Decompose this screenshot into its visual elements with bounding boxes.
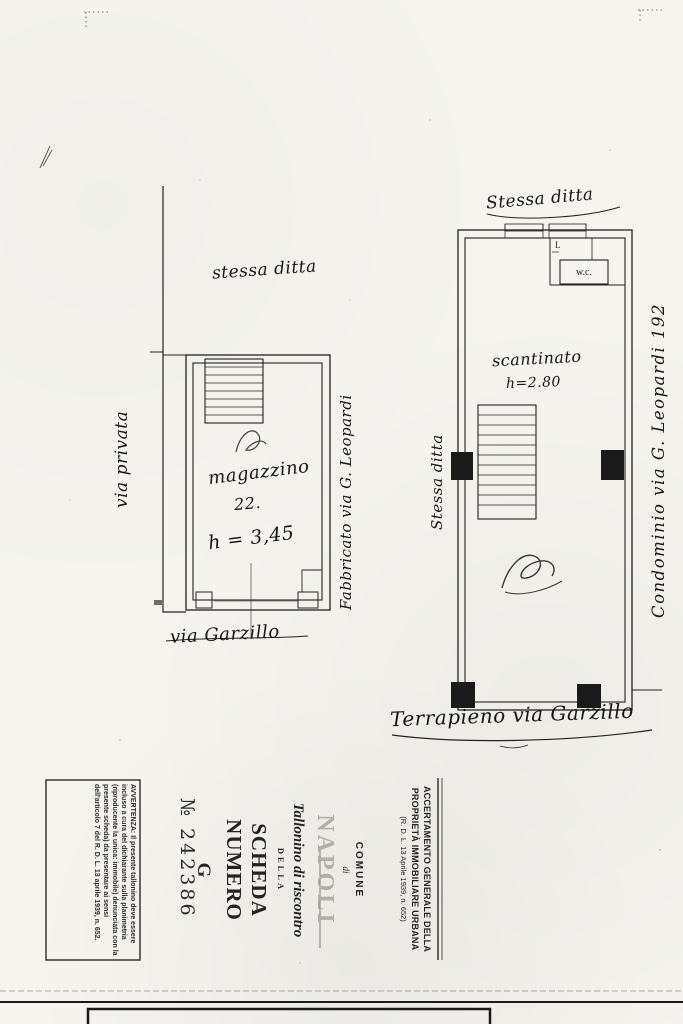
pen-scratch [39, 145, 53, 169]
stamp-scheda-block: Tallonino di riscontro DELLA SCHEDA NUME… [192, 782, 306, 958]
stamp-della-line: DELLA [276, 847, 286, 893]
stamp-accertamento-line2: PROPRIETÀ IMMOBILIARE URBANA [410, 787, 420, 951]
wc-room-label: w.c. [575, 266, 592, 278]
stamp-comune-line: COMUNE [353, 841, 364, 899]
building-label-fabbricato: Fabbricato via G. Leopardi [337, 394, 355, 610]
stamp-city-name: NAPOLI [312, 814, 338, 926]
stamp-di-line: di [341, 866, 351, 874]
street-label-via-privata: via privata [112, 410, 132, 508]
right-plan-height-note: h=2.80 [505, 374, 562, 392]
stamp-accertamento-block: ACCERTAMENTO GENERALE DELLA PROPRIETÀ IM… [399, 780, 432, 958]
avvertenza-box-border [45, 779, 141, 961]
scribble-left-plan [235, 430, 267, 453]
stamp-accertamento-line3: (R. D. L. 13 Aprile 1939, n. 652) [399, 816, 408, 922]
stamp-scheda-letter: G [193, 862, 214, 878]
fixture-label: L [555, 240, 561, 250]
stamp-tallonino-line: Tallonino di riscontro [290, 802, 306, 938]
left-plan-parcel-number: 22. [233, 492, 262, 515]
condominio-label: Condominio via G. Leopardi 192 [649, 303, 668, 618]
stamp-scheda-numero-line: SCHEDA NUMERO [222, 819, 271, 921]
stamp-avvertenza-text: AVVERTENZA: Il presente tallonino deve e… [92, 784, 136, 956]
right-plan-side-label: Stessa ditta [428, 434, 446, 530]
stamp-comune-block: COMUNE di NAPOLI [311, 790, 364, 950]
stamp-accertamento-line1: ACCERTAMENTO GENERALE DELLA [422, 785, 432, 953]
scribble-signature [501, 554, 555, 589]
